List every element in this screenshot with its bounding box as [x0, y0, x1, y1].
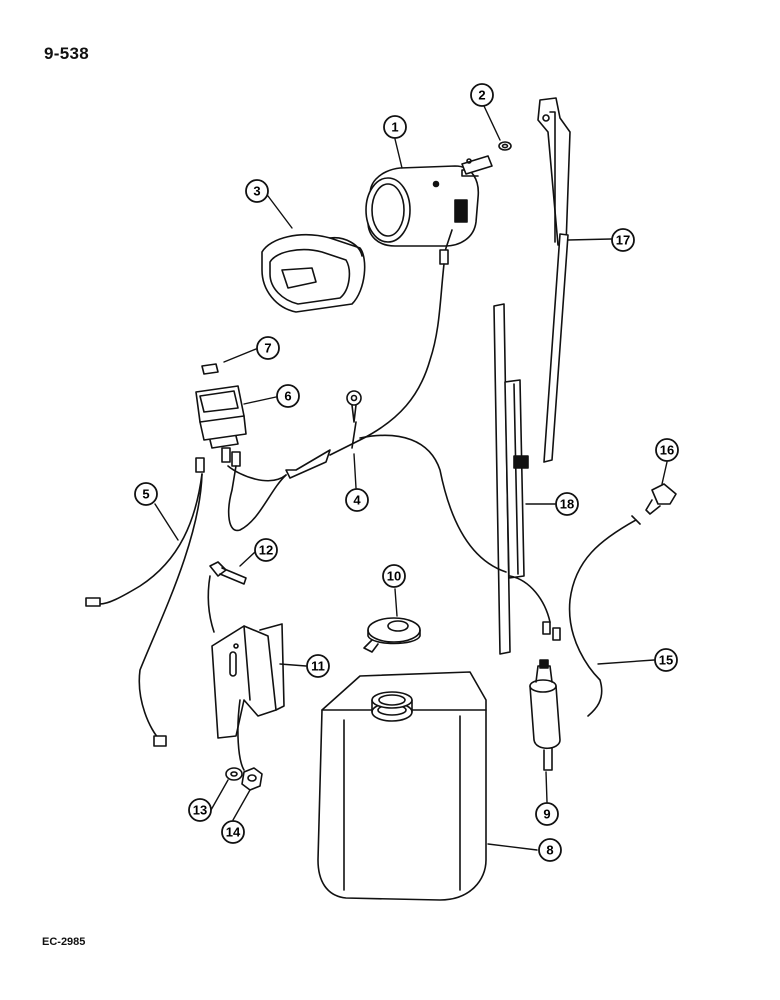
callout-label: 17	[616, 233, 630, 248]
callout-label: 6	[284, 389, 291, 404]
callout-label: 15	[659, 653, 673, 668]
callout-label: 8	[546, 843, 553, 858]
mounting-bracket	[211, 623, 285, 771]
callout-18: 18	[555, 492, 579, 516]
callout-label: 7	[264, 341, 271, 356]
callout-2: 2	[470, 83, 494, 107]
ring-terminal	[346, 390, 362, 423]
washer-reservoir	[317, 671, 487, 901]
callout-1: 1	[383, 115, 407, 139]
callout-label: 18	[560, 497, 574, 512]
callout-8: 8	[538, 838, 562, 862]
nut	[241, 767, 263, 791]
callout-label: 4	[353, 493, 361, 508]
reservoir-cap	[363, 617, 421, 653]
callout-9: 9	[535, 802, 559, 826]
switch-label-tab	[201, 363, 219, 375]
callout-circle	[611, 228, 635, 252]
callout-circle	[535, 802, 559, 826]
callout-circle	[306, 654, 330, 678]
callout-circle	[654, 648, 678, 672]
callout-label: 14	[226, 825, 241, 840]
callout-circle	[538, 838, 562, 862]
bolt	[207, 561, 247, 633]
callout-circle	[188, 798, 212, 822]
leader-lines	[154, 105, 668, 851]
washer-pump	[529, 659, 561, 771]
callout-circle	[655, 438, 679, 462]
washer-nozzle	[645, 483, 677, 515]
motor-boot	[261, 234, 366, 313]
callout-3: 3	[245, 179, 269, 203]
washer-small	[498, 141, 512, 151]
callout-label: 9	[543, 807, 550, 822]
callout-6: 6	[276, 384, 300, 408]
callout-circle	[383, 115, 407, 139]
callout-circle	[221, 820, 245, 844]
wiper-arm	[537, 97, 571, 463]
callout-10: 10	[382, 564, 406, 588]
callout-12: 12	[254, 538, 278, 562]
callout-7: 7	[256, 336, 280, 360]
wiring-harness	[227, 263, 561, 641]
callout-label: 2	[478, 88, 485, 103]
callout-circle	[382, 564, 406, 588]
callout-label: 10	[387, 569, 401, 584]
callout-circle	[276, 384, 300, 408]
callout-13: 13	[188, 798, 212, 822]
wiper-blade	[493, 303, 529, 655]
callout-label: 12	[259, 543, 273, 558]
callout-16: 16	[655, 438, 679, 462]
lock-washer	[225, 767, 243, 781]
callout-5: 5	[134, 482, 158, 506]
wiper-motor	[365, 155, 493, 265]
callout-14: 14	[221, 820, 245, 844]
callout-label: 11	[311, 659, 325, 674]
callout-circle	[256, 336, 280, 360]
washer-hose	[568, 515, 641, 717]
callout-circle	[134, 482, 158, 506]
callout-17: 17	[611, 228, 635, 252]
switch-terminals	[195, 447, 241, 473]
callout-label: 16	[660, 443, 674, 458]
figure-code: EC-2985	[42, 936, 86, 948]
callout-label: 1	[391, 120, 398, 135]
callout-label: 5	[142, 487, 149, 502]
callout-label: 13	[193, 803, 207, 818]
callout-label: 3	[253, 184, 260, 199]
callout-circle	[345, 488, 369, 512]
callout-circle	[254, 538, 278, 562]
callout-circle	[470, 83, 494, 107]
lead-wire	[85, 473, 203, 747]
callout-11: 11	[306, 654, 330, 678]
callout-circle	[555, 492, 579, 516]
callout-4: 4	[345, 488, 369, 512]
page-number: 9-538	[44, 44, 89, 63]
callout-circle	[245, 179, 269, 203]
callout-15: 15	[654, 648, 678, 672]
rocker-switch	[195, 385, 247, 449]
